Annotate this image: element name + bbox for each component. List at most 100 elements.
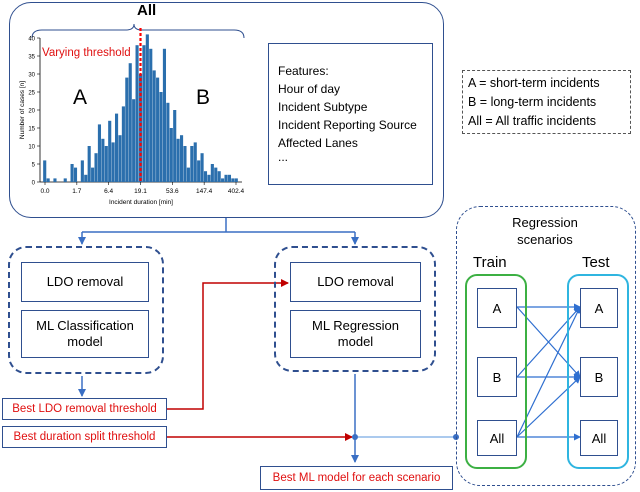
histogram-bar [207,174,211,182]
region-a-label: A [73,86,88,109]
histogram-bar [91,167,95,182]
histogram-bar [176,138,180,182]
feature-item: Affected Lanes [278,136,358,150]
histogram-bar [173,110,177,182]
histogram-bar [46,178,50,182]
histogram-bar [111,142,115,182]
test-node-a: A [580,288,618,328]
histogram-bar [135,45,139,183]
y-tick-label: 25 [28,91,35,97]
histogram-bar [118,135,122,182]
histogram-bar [63,178,67,182]
histogram-bar [70,164,74,182]
histogram-bar [101,138,105,182]
feature-item: Incident Subtype [278,100,368,114]
x-tick-label: 53.6 [166,188,179,195]
best-model-per-scenario: Best ML model for each scenario [260,466,453,490]
histogram-bar [224,174,228,182]
feature-item: Hour of day [278,82,341,96]
histogram-bar [142,45,146,183]
histogram-bar [84,174,88,182]
histogram-bar [114,113,119,182]
x-tick-label: 402.4 [228,188,245,195]
histogram-bar [221,178,225,182]
regression-group [274,246,436,372]
histogram-bar [97,124,102,182]
x-tick-label: 0.0 [40,188,49,195]
train-column [465,274,527,469]
features-box [268,43,433,185]
histogram-bar [80,160,84,182]
regression-ldo-removal: LDO removal [290,262,421,302]
all-label: All [137,2,157,19]
best-split-threshold: Best duration split threshold [2,426,167,448]
test-column [567,274,629,469]
train-node-all: All [477,420,517,456]
regression-scenarios-panel [456,206,636,486]
feature-item: Incident Reporting Source [278,118,417,132]
histogram-bar [203,171,208,182]
histogram-bar [149,48,153,182]
scenarios-title: Regression scenarios [512,215,578,247]
histogram-bar [231,178,235,182]
histogram-bar [125,77,129,182]
histogram-bar [162,48,167,182]
histogram-bar [200,153,204,182]
histogram-bar [132,99,136,182]
test-node-all: All [580,420,618,456]
y-tick-label: 35 [28,55,35,61]
histogram-bar [197,160,201,182]
histogram-bar [166,102,170,182]
classification-group [8,246,164,374]
x-tick-label: 147.4 [196,188,213,195]
y-tick-label: 15 [28,127,35,133]
test-label: Test [582,254,610,271]
x-tick-label: 19.1 [134,188,147,195]
regression-model: ML Regression model [290,310,421,358]
train-node-a: A [477,288,517,328]
histogram-bar [169,128,173,182]
feature-item: ... [278,150,289,164]
region-b-label: B [196,86,211,109]
x-tick-label: 6.4 [104,188,113,195]
histogram-bar [94,153,98,182]
histogram-bar [145,34,149,183]
y-tick-label: 40 [28,37,35,43]
x-axis-label: Incident duration [min] [109,199,173,206]
y-tick-label: 20 [28,109,35,115]
histogram-bar [53,178,57,182]
y-tick-label: 10 [28,145,35,151]
histogram-bar [190,146,194,182]
varying-threshold-label: Varying threshold [42,47,131,59]
train-node-b: B [477,357,517,397]
legend-box [462,70,631,134]
histogram-bar [43,160,47,182]
histogram-bar [193,142,197,182]
histogram-bar [179,135,184,182]
histogram-bar [128,63,132,183]
dataset-panel [9,2,444,218]
test-node-b: B [580,357,618,397]
histogram-bar [108,120,112,182]
x-tick-label: 1.7 [72,188,81,195]
histogram-bar [234,178,238,182]
legend-line: B = long-term incidents [468,95,597,109]
histogram-bar [217,171,221,182]
legend-line: All = All traffic incidents [468,114,596,128]
y-tick-label: 30 [28,73,35,79]
y-tick-label: 0 [32,181,36,187]
histogram-bar [159,92,163,182]
legend-line: A = short-term incidents [468,76,600,90]
histogram-bar [186,167,190,182]
histogram-bar [73,167,78,182]
classification-ldo-removal: LDO removal [21,262,149,302]
histogram-bar [104,146,108,182]
features-title: Features: [278,64,329,78]
histogram-bar [121,106,125,182]
best-ldo-threshold: Best LDO removal threshold [2,398,167,420]
histogram-bar [152,70,156,182]
classification-model: ML Classification model [21,310,149,358]
y-axis-label: Number of cases [n] [19,81,26,139]
train-label: Train [473,254,507,271]
